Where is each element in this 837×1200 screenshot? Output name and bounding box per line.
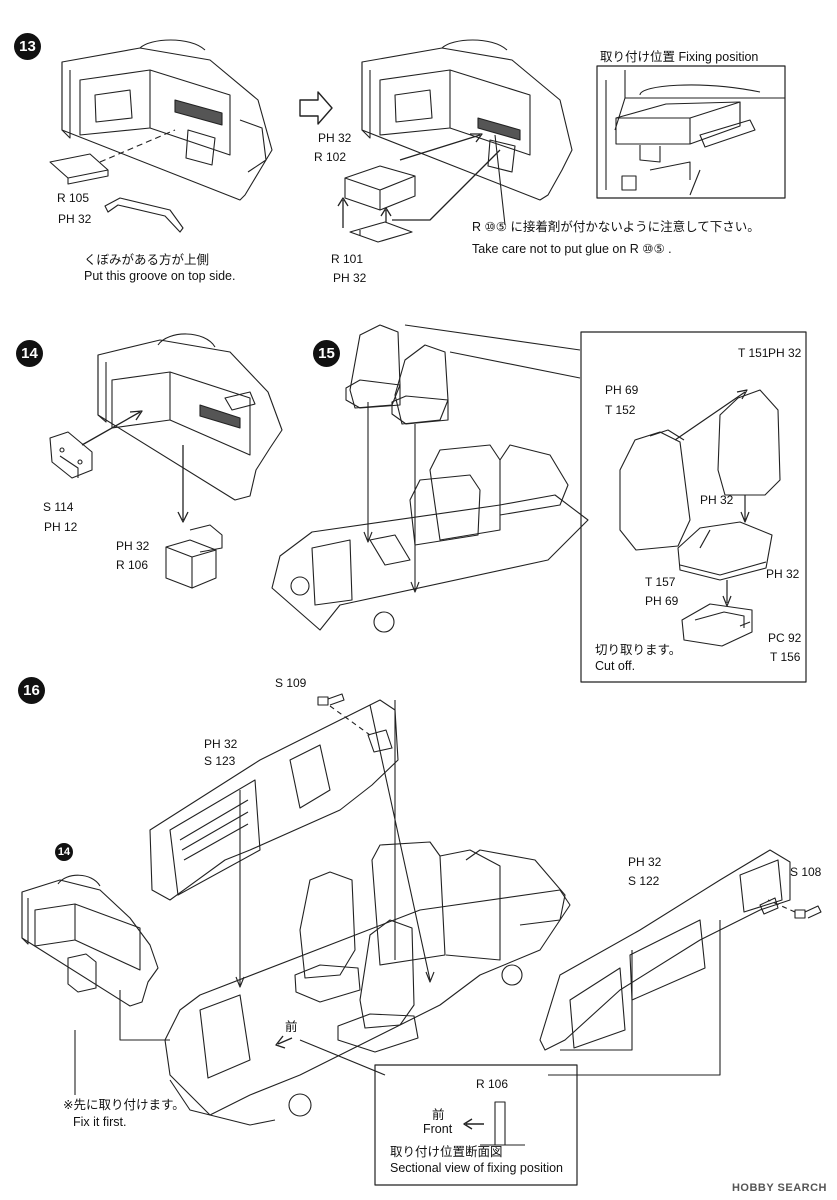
part-label-ph69: PH 69 — [645, 594, 679, 608]
part-label-s123: S 123 — [204, 754, 236, 768]
note-fixing-position-title: 取り付け位置 Fixing position — [600, 50, 759, 64]
step16-section-box — [299, 1039, 578, 1186]
step13-fixing-inset — [596, 65, 786, 199]
step15-leader-lines — [363, 324, 581, 593]
step16-front-arrow — [275, 1035, 293, 1049]
step16-assembly-lines — [74, 700, 721, 1095]
step14-arrow-r106 — [177, 445, 189, 523]
step14-part-s114-bracket — [49, 431, 93, 479]
part-label-s108: S 108 — [790, 865, 822, 879]
part-label-ph12: PH 12 — [44, 520, 78, 534]
step16-dashed-s109 — [329, 705, 371, 736]
part-label-t152: T 152 — [605, 403, 636, 417]
note-groove-jp: くぼみがある方が上側 — [84, 253, 210, 267]
step13-dashboard-left — [61, 39, 273, 201]
part-label-ph32: PH 32 — [700, 493, 734, 507]
note-fix-first-jp: ※先に取り付けます。 — [63, 1098, 185, 1112]
note-front-en: Front — [423, 1122, 453, 1136]
step13-dashed-arrow — [99, 129, 176, 163]
part-label-r106: R 106 — [476, 1077, 509, 1091]
part-label-s122: S 122 — [628, 874, 660, 888]
part-label-ph32: PH 32 — [766, 567, 800, 581]
step-16-badge: 16 — [18, 677, 45, 704]
part-label-ph32: PH 32 — [204, 737, 238, 751]
step13-leader-r105 — [494, 134, 506, 226]
part-label-t156: T 156 — [770, 650, 801, 664]
note-section-jp: 取り付け位置断面図 — [390, 1145, 503, 1159]
step13-arrows — [337, 133, 501, 228]
step14-dashboard — [97, 333, 283, 501]
step16-dashed-s108 — [767, 899, 796, 913]
part-label-r102: R 102 — [314, 150, 347, 164]
step-15-badge: 15 — [313, 340, 340, 367]
step16-chassis — [164, 841, 571, 1126]
part-label-ph32: PH 32 — [116, 539, 150, 553]
part-label-s109: S 109 — [275, 676, 307, 690]
step13-dashboard-right — [361, 39, 573, 201]
note-cut-off-en: Cut off. — [595, 659, 636, 673]
step13-next-arrow — [299, 91, 333, 125]
step14-part-r106-box — [165, 524, 223, 589]
note-cut-off-jp: 切り取ります。 — [595, 643, 682, 657]
step15-floor-chassis — [271, 444, 589, 633]
part-label-r101: R 101 — [331, 252, 364, 266]
note-fix-first-en: Fix it first. — [73, 1115, 127, 1129]
part-label-ph32: PH 32 — [768, 346, 802, 360]
watermark: HOBBY SEARCH — [731, 1182, 827, 1194]
step16-part-s109-pin — [317, 693, 345, 706]
step15-seats-top — [345, 324, 449, 425]
part-label-ph69: PH 69 — [605, 383, 639, 397]
step16-left-door-panel — [149, 699, 399, 901]
step16-small-dashboard — [21, 874, 159, 1007]
part-label-r106: R 106 — [116, 558, 149, 572]
note-front-jp: 前 — [432, 1108, 445, 1122]
note-glue-en: Take care not to put glue on R ⑩⑤ . — [472, 242, 672, 256]
step13-part-ph32-bar — [104, 197, 184, 233]
part-label-ph32: PH 32 — [58, 212, 92, 226]
step14-arrow-s114 — [81, 410, 143, 446]
step-14-ref-badge: 14 — [55, 843, 73, 861]
part-label-r105: R 105 — [57, 191, 90, 205]
note-front-small: 前 — [285, 1020, 298, 1034]
step-13-badge: 13 — [14, 33, 41, 60]
step13-part-r102-box — [344, 165, 416, 211]
part-label-t157: T 157 — [645, 575, 676, 589]
part-label-ph32: PH 32 — [318, 131, 352, 145]
step16-part-s108-pin — [794, 905, 822, 919]
step15-detail-arrows — [674, 389, 750, 607]
note-glue-jp: R ⑩⑤ に接着剤が付かないように注意して下さい。 — [472, 220, 760, 234]
part-label-ph32: PH 32 — [333, 271, 367, 285]
part-label-pc92: PC 92 — [768, 631, 802, 645]
part-label-ph32: PH 32 — [628, 855, 662, 869]
note-groove-en: Put this groove on top side. — [84, 269, 236, 283]
step-14-badge: 14 — [16, 340, 43, 367]
note-section-en: Sectional view of fixing position — [390, 1161, 564, 1175]
step13-part-r105-plate — [49, 153, 109, 185]
part-label-s114: S 114 — [43, 500, 74, 514]
step16-right-door-panel — [539, 849, 791, 1051]
part-label-t151: T 151 — [738, 346, 769, 360]
step13-part-r101-base — [349, 221, 413, 243]
step15-detail-box — [580, 331, 807, 683]
